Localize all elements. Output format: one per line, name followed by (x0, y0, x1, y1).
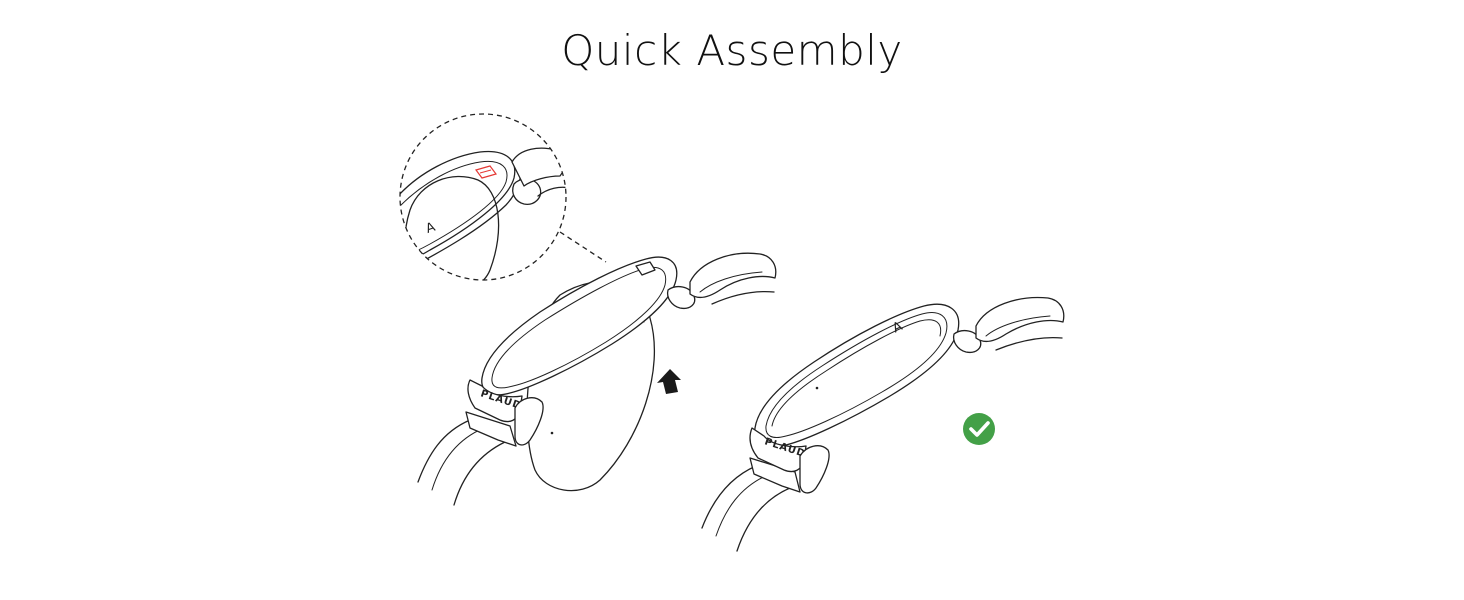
assembled-lower-strap (701, 465, 791, 552)
strap-buckle (465, 411, 517, 447)
holder-frame: PLAUD (467, 256, 696, 446)
step-insert-illustration: A PLAUD (399, 113, 777, 506)
page-title: Quick Assembly (561, 26, 903, 75)
callout-leader (559, 231, 607, 263)
assembled-upper-strap (975, 296, 1065, 351)
check-circle-icon (963, 413, 995, 445)
assembled-frame: A PLAUD (749, 303, 982, 494)
pod-indicator-dot (550, 431, 554, 435)
assembled-indicator-dot (815, 386, 819, 390)
arrow-up-icon (657, 369, 681, 394)
detail-callout: A (399, 113, 567, 281)
lower-strap (417, 419, 506, 506)
upper-strap (689, 252, 777, 305)
step-assembled-illustration: A PLAUD (701, 296, 1065, 552)
frame-latch (635, 261, 656, 276)
highlighted-latch (474, 165, 498, 179)
